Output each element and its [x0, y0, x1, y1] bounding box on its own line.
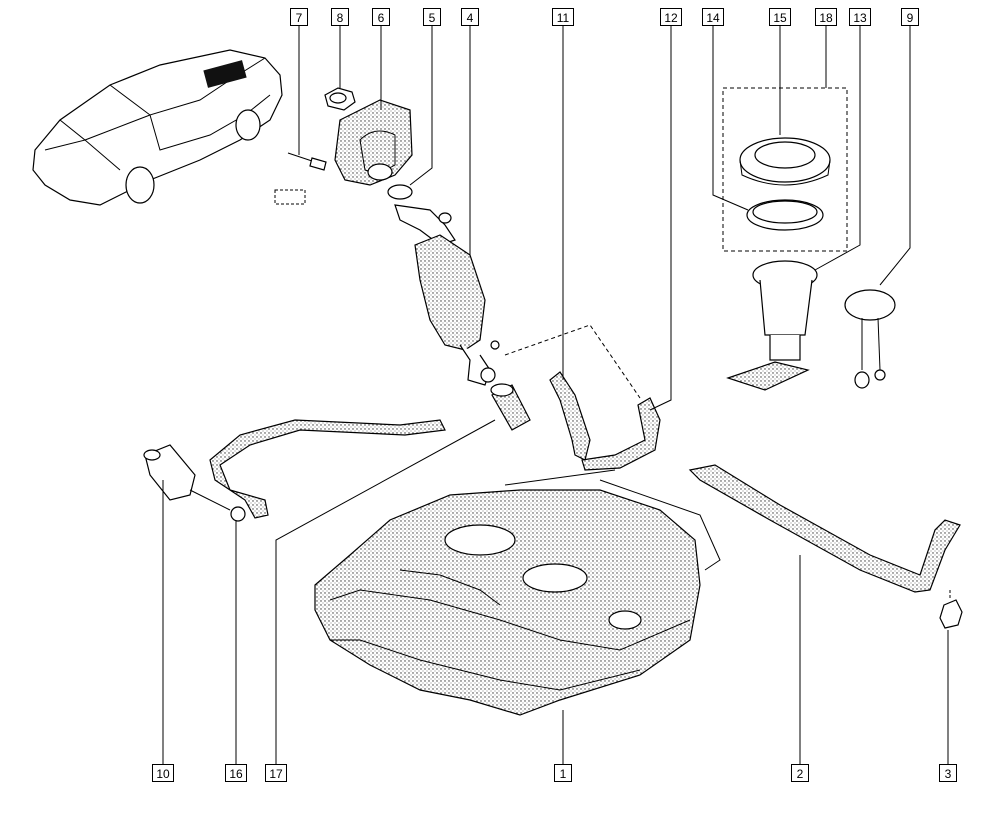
callout-14: 14	[702, 8, 724, 26]
callout-10: 10	[152, 764, 174, 782]
part-15-lock-ring	[739, 137, 831, 186]
part-10-fuel-filter	[143, 444, 196, 501]
leader-lines	[162, 26, 949, 764]
part-18-kit-box	[722, 87, 848, 252]
part-4-filler-neck	[394, 204, 500, 386]
part-6-filler-housing	[334, 99, 413, 186]
callout-5: 5	[423, 8, 441, 26]
part-2-tank-strap	[688, 464, 961, 593]
part-16-clip	[230, 506, 246, 522]
part-7-screw	[274, 152, 327, 205]
part-5-seal	[387, 184, 413, 200]
callout-2: 2	[791, 764, 809, 782]
callout-4: 4	[461, 8, 479, 26]
callout-11: 11	[552, 8, 574, 26]
callout-18: 18	[815, 8, 837, 26]
car-illustration	[32, 49, 283, 206]
part-9-sender-unit	[844, 289, 896, 389]
callout-15: 15	[769, 8, 791, 26]
callout-7: 7	[290, 8, 308, 26]
part-3-bolt	[939, 590, 963, 629]
part-8-clip	[324, 87, 356, 111]
callout-9: 9	[901, 8, 919, 26]
callout-12: 12	[660, 8, 682, 26]
part-11-hose	[549, 371, 591, 461]
fuel-line	[209, 419, 446, 519]
part-14-seal-ring	[746, 199, 824, 231]
callout-13: 13	[849, 8, 871, 26]
part-12-hose	[581, 397, 661, 471]
part-17-hose	[490, 383, 531, 431]
part-13-fuel-pump	[726, 260, 818, 391]
callout-16: 16	[225, 764, 247, 782]
callout-8: 8	[331, 8, 349, 26]
part-1-fuel-tank	[314, 489, 701, 716]
callout-1: 1	[554, 764, 572, 782]
callout-17: 17	[265, 764, 287, 782]
callout-3: 3	[939, 764, 957, 782]
callout-6: 6	[372, 8, 390, 26]
